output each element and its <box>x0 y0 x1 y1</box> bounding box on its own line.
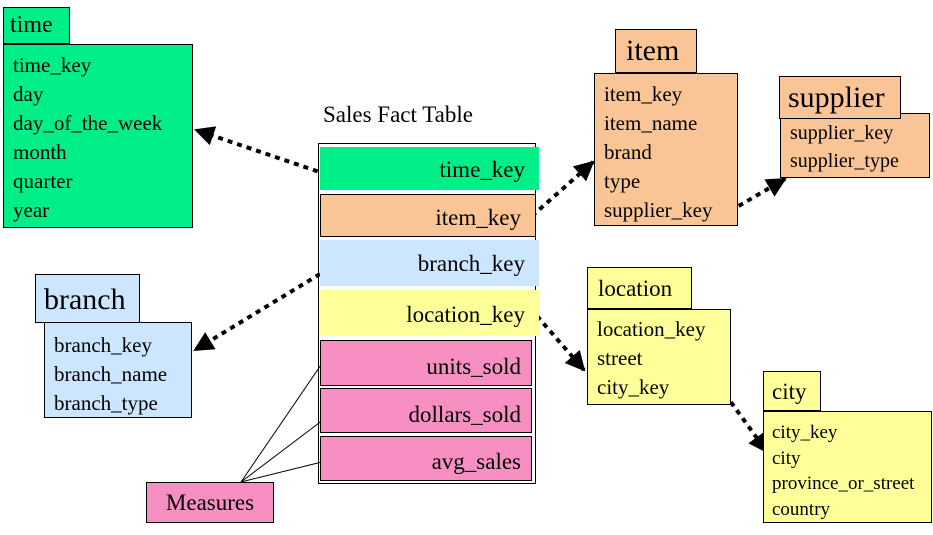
link-location-key <box>535 314 586 372</box>
fact-row-location-key: location_key <box>320 290 539 336</box>
city-fields: city_key city province_or_street country <box>764 412 931 522</box>
location-field: city_key <box>597 375 670 399</box>
item-field: brand <box>604 140 652 164</box>
branch-fields: branch_key branch_name branch_type <box>45 323 191 418</box>
item-title-text: item <box>626 34 680 67</box>
item-fields: item_key item_name brand type supplier_k… <box>595 74 737 225</box>
link-branch-key <box>193 272 322 352</box>
location-fields: location_key street city_key <box>588 310 730 402</box>
location-field: location_key <box>597 317 706 341</box>
time-table-title: time <box>3 7 70 44</box>
branch-table-title: branch <box>35 274 140 323</box>
supplier-table-title: supplier <box>779 76 901 119</box>
supplier-table: supplier_key supplier_type <box>780 113 930 178</box>
item-table: item_key item_name brand type supplier_k… <box>594 73 738 226</box>
item-field: item_name <box>604 111 698 135</box>
fact-row-time-key: time_key <box>320 147 539 190</box>
fact-row-item-key: item_key <box>320 194 536 237</box>
location-field: street <box>597 346 643 370</box>
item-field: type <box>604 169 641 193</box>
city-table: city_key city province_or_street country <box>763 411 932 523</box>
city-table-title: city <box>763 371 821 411</box>
city-field: city <box>772 447 801 469</box>
branch-field: branch_key <box>54 333 152 357</box>
item-field: item_key <box>604 82 683 106</box>
location-table: location_key street city_key <box>587 309 731 405</box>
link-supplier-key <box>728 177 787 213</box>
branch-table: branch_key branch_name branch_type <box>44 322 192 418</box>
link-city-key <box>723 392 769 454</box>
fact-row-dollars-sold: dollars_sold <box>320 388 532 433</box>
location-title-text: location <box>598 276 673 301</box>
branch-title-text: branch <box>44 283 126 316</box>
time-field: year <box>13 198 50 222</box>
measures-pointer-units <box>240 361 324 483</box>
time-field: day_of_the_week <box>13 111 163 135</box>
supplier-title-text: supplier <box>788 81 885 114</box>
fact-row-units-sold: units_sold <box>320 340 532 386</box>
branch-field: branch_name <box>54 362 168 386</box>
city-field: city_key <box>772 422 838 443</box>
supplier-fields: supplier_key supplier_type <box>781 114 929 175</box>
time-title-text: time <box>10 12 53 38</box>
measures-pointer-dollars <box>240 419 324 483</box>
measures-callout: Measures <box>146 482 274 523</box>
location-table-title: location <box>587 267 692 309</box>
city-field: province_or_street <box>772 473 915 494</box>
link-item-key <box>530 160 595 218</box>
time-fields: time_key day day_of_the_week month quart… <box>4 45 192 225</box>
time-field: day <box>13 82 44 106</box>
fact-row-avg-sales: avg_sales <box>320 436 532 481</box>
branch-field: branch_type <box>54 391 158 415</box>
time-table: time_key day day_of_the_week month quart… <box>3 44 193 228</box>
item-field: supplier_key <box>604 198 713 222</box>
supplier-field: supplier_key <box>790 122 894 144</box>
item-table-title: item <box>615 29 697 73</box>
city-field: country <box>772 498 831 520</box>
fact-row-branch-key: branch_key <box>320 240 539 286</box>
city-title-text: city <box>772 379 807 404</box>
link-time-key <box>194 126 347 183</box>
time-field: month <box>13 140 67 164</box>
time-field: time_key <box>13 53 92 77</box>
fact-table-caption: Sales Fact Table <box>323 102 473 127</box>
supplier-field: supplier_type <box>790 150 899 172</box>
time-field: quarter <box>13 169 73 193</box>
